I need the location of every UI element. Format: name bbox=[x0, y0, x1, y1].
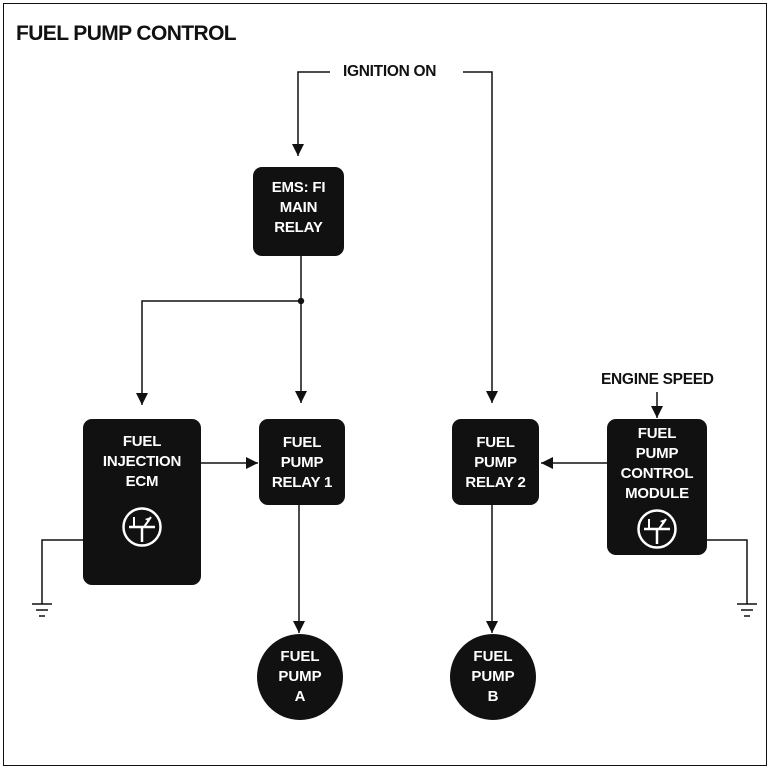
wire-ecm-ground bbox=[41, 539, 83, 604]
diagram-frame bbox=[3, 3, 767, 766]
control-module-block: FUEL PUMP CONTROL MODULE bbox=[607, 419, 707, 555]
relay1-block: FUEL PUMP RELAY 1 bbox=[259, 419, 345, 505]
engine-speed-label: ENGINE SPEED bbox=[601, 371, 714, 388]
ecm-label: FUEL INJECTION ECM bbox=[102, 433, 182, 490]
main-relay-block: EMS: FI MAIN RELAY bbox=[253, 167, 344, 256]
diagram-title: FUEL PUMP CONTROL bbox=[16, 22, 237, 45]
ecm-block: FUEL INJECTION ECM bbox=[83, 419, 201, 585]
wire-module-ground bbox=[707, 539, 748, 604]
transistor-icon bbox=[122, 507, 162, 547]
pump-a-circle: FUEL PUMP A bbox=[257, 634, 343, 720]
relay2-label: FUEL PUMP RELAY 2 bbox=[465, 434, 526, 491]
wire-ignition-to-relay2 bbox=[463, 71, 498, 403]
junction-dot bbox=[297, 297, 305, 305]
relay1-label: FUEL PUMP RELAY 1 bbox=[271, 434, 333, 491]
relay2-block: FUEL PUMP RELAY 2 bbox=[452, 419, 539, 505]
pump-b-label: FUEL PUMP B bbox=[471, 648, 515, 705]
transistor-icon bbox=[637, 509, 677, 549]
main-relay-label: EMS: FI MAIN RELAY bbox=[271, 179, 326, 236]
control-module-label: FUEL PUMP CONTROL MODULE bbox=[620, 425, 694, 502]
ignition-on-label: IGNITION ON bbox=[343, 63, 437, 80]
ground-icon bbox=[737, 603, 757, 617]
pump-a-label: FUEL PUMP A bbox=[278, 648, 322, 705]
pump-b-circle: FUEL PUMP B bbox=[450, 634, 536, 720]
wire-junction-to-ecm bbox=[136, 300, 301, 405]
ground-icon bbox=[32, 603, 52, 617]
wire-ignition-to-main-relay bbox=[292, 71, 330, 156]
